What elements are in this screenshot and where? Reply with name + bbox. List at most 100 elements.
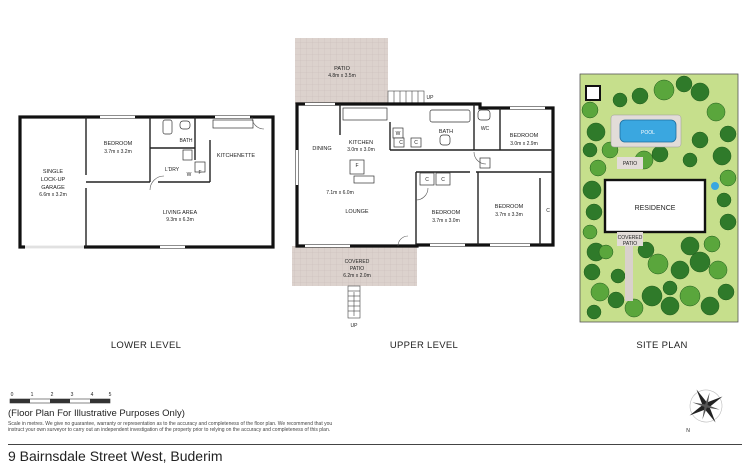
- pool: [619, 119, 677, 143]
- disclaimer-text: Scale in metres. We give no guarantee, w…: [8, 421, 333, 433]
- covered-patio-dimensions: 6.2m x 2.0m: [343, 273, 371, 279]
- tree-icon: [589, 159, 607, 177]
- scale-tick-3: 3: [71, 392, 74, 398]
- tree-icon: [670, 260, 690, 280]
- lower-bath-label: BATH: [180, 138, 193, 144]
- tree-icon: [585, 203, 603, 221]
- tree-icon: [717, 283, 735, 301]
- upper-c1-label: C: [399, 140, 403, 146]
- footer: (Floor Plan For Illustrative Purposes On…: [8, 408, 648, 433]
- compass-icon: [689, 389, 723, 423]
- property-address: 9 Bairnsdale Street West, Buderim: [8, 448, 223, 464]
- upper-f-label: F: [355, 163, 358, 169]
- tree-icon: [719, 213, 737, 231]
- compass-north-label: N: [686, 428, 690, 434]
- site-plan: POOL PATIO RESIDENCE COVERED PATIO: [579, 73, 739, 323]
- living-area-dimensions: 9.3m x 6.3m: [166, 217, 194, 223]
- lounge-label: LOUNGE: [345, 209, 369, 215]
- garage-label-2: LOCK-UP: [41, 177, 66, 183]
- tree-icon: [689, 251, 711, 273]
- upper-c4-label: C: [441, 177, 445, 183]
- bedroom-1-dimensions: 3.0m x 2.9m: [510, 141, 538, 147]
- tree-icon: [660, 296, 680, 316]
- lower-bedroom-label: BEDROOM: [104, 141, 133, 147]
- lower-w-label: W: [187, 172, 192, 178]
- tree-icon: [582, 224, 598, 240]
- tree-icon: [706, 102, 726, 122]
- lower-bedroom-dimensions: 3.7m x 3.2m: [104, 149, 132, 155]
- upper-stairs-bottom: [347, 285, 361, 319]
- tree-icon: [653, 79, 675, 101]
- tree-icon: [598, 244, 614, 260]
- scale-tick-1: 1: [31, 392, 34, 398]
- tree-icon: [582, 142, 598, 158]
- upper-c3-label: C: [425, 177, 429, 183]
- tree-icon: [590, 282, 610, 302]
- tree-icon: [690, 82, 710, 102]
- tree-icon: [675, 75, 693, 93]
- footer-divider: [8, 444, 742, 445]
- tree-icon: [708, 260, 728, 280]
- upper-level-title: UPPER LEVEL: [390, 340, 458, 351]
- tree-icon: [679, 285, 701, 307]
- tree-icon: [586, 122, 606, 142]
- tree-icon: [700, 296, 720, 316]
- tree-icon: [581, 101, 599, 119]
- tree-icon: [612, 92, 628, 108]
- residence-label: RESIDENCE: [635, 205, 676, 212]
- tree-icon: [662, 280, 678, 296]
- bedroom-3-label: BEDROOM: [495, 204, 524, 210]
- bedroom-1-label: BEDROOM: [510, 133, 539, 139]
- lower-outer-wall: [18, 115, 275, 249]
- scale-tick-5: 5: [109, 392, 112, 398]
- bedroom-3-dimensions: 3.7m x 3.3m: [495, 212, 523, 218]
- lower-level-plan: SINGLE LOCK-UP GARAGE 6.6m x 3.2m BEDROO…: [18, 115, 275, 249]
- tree-icon: [582, 180, 602, 200]
- tree-icon: [586, 304, 602, 320]
- living-area-label: LIVING AREA: [163, 210, 198, 216]
- garage-label-1: SINGLE: [43, 169, 64, 175]
- scale-tick-0: 0: [11, 392, 14, 398]
- laundry-label: L'DRY: [165, 167, 180, 173]
- tree-icon: [719, 169, 737, 187]
- tree-icon: [624, 298, 644, 318]
- site-covered-label-1: COVERED: [618, 235, 643, 241]
- tree-icon: [712, 146, 732, 166]
- tree-icon: [719, 125, 737, 143]
- tree-icon: [651, 145, 669, 163]
- bedroom-2-label: BEDROOM: [432, 210, 461, 216]
- kitchenette-label: KITCHENETTE: [217, 153, 256, 159]
- tree-icon: [691, 131, 709, 149]
- upper-up-label-top: UP: [427, 95, 435, 101]
- kitchen-label: KITCHEN: [349, 140, 373, 146]
- upper-up-label-bottom: UP: [351, 323, 359, 329]
- tree-icon: [610, 268, 626, 284]
- upper-c5-label: C: [546, 208, 550, 214]
- upper-bath-label: BATH: [439, 129, 453, 135]
- tree-icon: [716, 192, 732, 208]
- tree-icon: [631, 87, 649, 105]
- garage-dimensions: 6.6m x 3.2m: [39, 192, 67, 198]
- lounge-dimensions: 7.1m x 6.0m: [326, 190, 354, 196]
- lower-level-title: LOWER LEVEL: [111, 340, 181, 351]
- wc-label: WC: [481, 126, 490, 132]
- covered-patio-label-1: COVERED: [345, 259, 370, 265]
- dining-label: DINING: [312, 146, 331, 152]
- residence: [603, 178, 707, 234]
- garage-label-3: GARAGE: [41, 185, 65, 191]
- upper-level-plan: PATIO 4.8m x 3.5m UP COVERED PATIO 6.2m …: [292, 38, 555, 329]
- scale-tick-4: 4: [91, 392, 94, 398]
- pool-label: POOL: [641, 130, 655, 136]
- bedroom-2-dimensions: 3.7m x 3.0m: [432, 218, 460, 224]
- upper-stairs-top: [387, 90, 425, 105]
- tree-icon: [607, 291, 625, 309]
- site-covered-label-2: PATIO: [623, 241, 637, 247]
- upper-c2-label: C: [414, 140, 418, 146]
- disclaimer-title: (Floor Plan For Illustrative Purposes On…: [8, 408, 185, 419]
- tree-icon: [703, 235, 721, 253]
- tree-icon: [682, 152, 698, 168]
- tree-icon: [641, 285, 663, 307]
- tree-icon: [583, 263, 601, 281]
- site-patio-label: PATIO: [623, 161, 637, 167]
